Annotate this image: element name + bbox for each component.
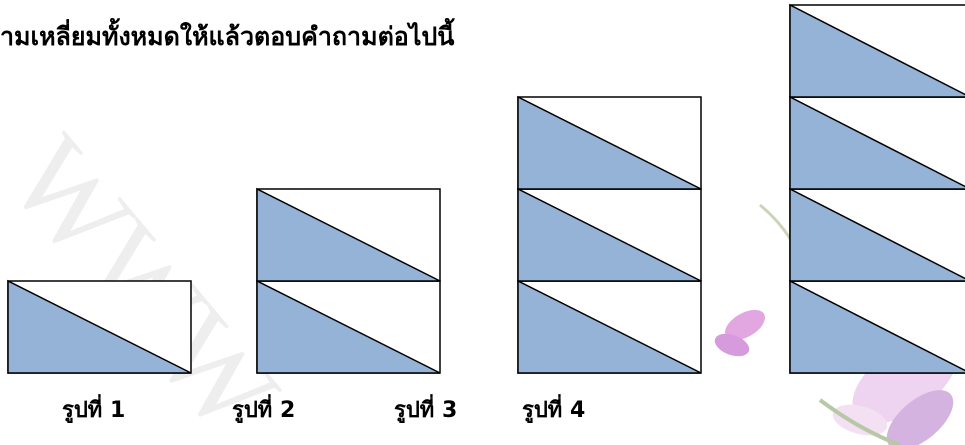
shaded-triangle [789,3,965,98]
figure-caption-3: รูปที่ 3 [394,398,458,423]
shaded-triangle [517,187,702,282]
shaded-triangle [789,187,965,282]
instruction-text: ามเหลี่ยมทั้งหมดให้แล้วตอบคำถามต่อไปนี้ [0,22,455,51]
shaded-triangle [789,279,965,374]
shaded-triangle [7,279,192,374]
figure-1 [7,279,192,374]
shaded-triangle [256,279,441,374]
figure-2 [256,187,441,374]
figure-4 [789,3,965,374]
shaded-triangle [789,95,965,190]
figures-layer [7,3,965,374]
shaded-triangle [517,279,702,374]
figure-caption-2: รูปที่ 2 [232,398,296,423]
figure-caption-1: รูปที่ 1 [62,398,126,423]
shaded-triangle [256,187,441,282]
figure-3 [517,95,702,374]
figure-caption-4: รูปที่ 4 [522,398,586,423]
shaded-triangle [517,95,702,190]
